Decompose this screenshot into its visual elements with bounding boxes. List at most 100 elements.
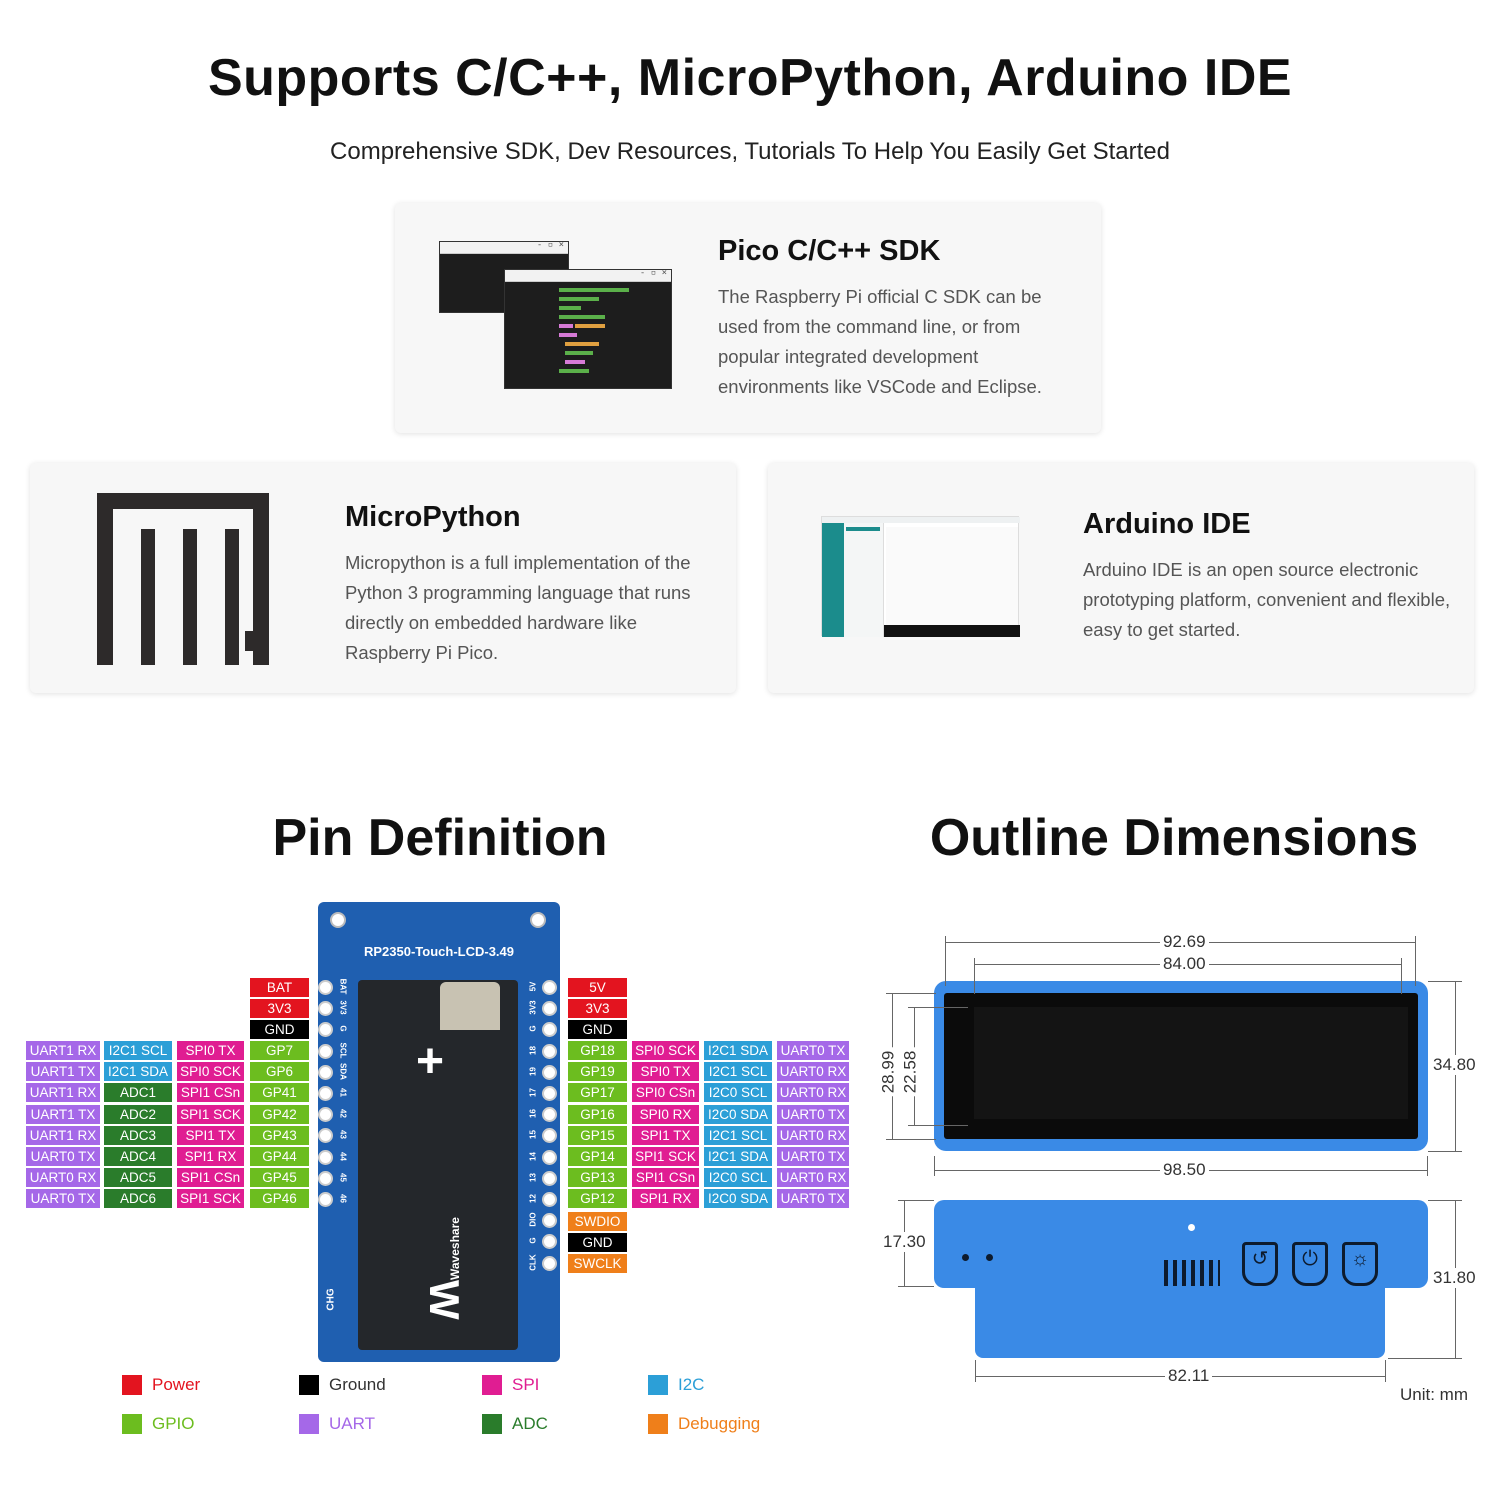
pin-label-power: 3V3 [250,999,309,1019]
legend-swatch [299,1375,319,1395]
dim-width-total: 98.50 [1160,1160,1209,1180]
pin-label-uart: UART0 RX [777,1168,849,1188]
outline-dimensions-title: Outline Dimensions [929,809,1419,867]
pin-label-spi: SPI1 RX [177,1147,244,1166]
arduino-ide-screenshot [821,516,1020,637]
arduino-title: Arduino IDE [1083,508,1251,540]
pin-label-uart: UART0 TX [777,1189,849,1209]
arduino-card: Arduino IDE Arduino IDE is an open sourc… [768,463,1474,693]
pin-label-power: 5V [568,978,627,997]
silkscreen-label: SDA [338,1062,348,1080]
dim-side-total: 31.80 [1430,1268,1479,1288]
battery-holder: + W Waveshare [358,980,518,1350]
dim-top-inner: 84.00 [1160,954,1209,974]
pico-sdk-title: Pico C/C++ SDK [718,235,941,267]
pin-label-gpio: GP7 [250,1041,309,1060]
legend-label: Debugging [678,1414,761,1433]
silkscreen-label: 41 [338,1088,348,1097]
pin-pad [542,1234,557,1250]
pin-pad [318,1149,333,1165]
pin-label-gpio: GP6 [250,1062,309,1082]
pin-label-gpio: GP15 [568,1125,627,1145]
silkscreen-label: G [528,1237,538,1245]
legend-swatch [648,1414,668,1434]
mic-hole-icon [986,1254,993,1261]
silkscreen-label: 5V [528,981,538,992]
plus-icon: + [416,1035,445,1088]
pin-label-gpio: GP13 [568,1168,627,1188]
silkscreen-label: 12 [528,1194,538,1203]
pin-pad [542,1043,557,1059]
legend-label: SPI [512,1375,540,1394]
pin-label-spi: SPI1 SCK [177,1104,244,1124]
pin-pad [318,980,333,995]
pin-pad [318,1192,333,1207]
pin-label-i2c: I2C0 SCL [704,1083,772,1103]
pin-label-uart: UART0 RX [777,1125,849,1145]
device-side-view: ↺ ⏻ ☼ [934,1200,1428,1288]
pin-label-adc: ADC3 [104,1125,172,1145]
silkscreen-label: 14 [528,1151,538,1161]
pin-pad [318,1043,333,1059]
pin-label-uart: UART0 RX [777,1083,849,1103]
pin-pad [318,1107,333,1123]
page-subtitle: Comprehensive SDK, Dev Resources, Tutori… [330,138,1170,165]
pcb-board: RP2350-Touch-LCD-3.49 + W Waveshare CHG … [318,902,560,1362]
mount-hole [330,912,346,928]
pin-label-ground: GND [568,1020,627,1040]
legend-label: Ground [329,1375,386,1394]
pin-label-uart: UART1 RX [26,1083,100,1103]
silkscreen-label: 42 [338,1109,348,1119]
unit-label: Unit: mm [1400,1385,1468,1404]
pin-pad [542,1170,557,1186]
legend-label: I2C [678,1375,705,1394]
pin-pad [542,1086,557,1101]
pin-pad [318,1064,333,1080]
pin-label-uart: UART0 RX [26,1168,100,1188]
pin-label-spi: SPI1 SCK [177,1189,244,1209]
pin-label-gpio: GP44 [250,1147,309,1166]
pin-label-i2c: I2C1 SDA [704,1041,772,1060]
pin-pad [318,1128,333,1144]
mount-hole [530,912,546,928]
pin-label-gpio: GP14 [568,1147,627,1166]
silkscreen-label: CLK [528,1253,538,1271]
pin-label-gpio: GP42 [250,1104,309,1124]
pin-label-spi: SPI1 CSn [177,1083,244,1103]
silkscreen-label: G [338,1025,348,1032]
pin-label-spi: SPI0 SCK [177,1062,244,1082]
pin-pad [542,1149,557,1165]
pin-label-i2c: I2C1 SCL [704,1062,772,1082]
silkscreen-label: 19 [528,1066,538,1076]
device-side-lower [975,1286,1385,1358]
chg-label: CHG [325,1288,337,1311]
pin-pad [542,1192,557,1207]
board-name-label: RP2350-Touch-LCD-3.49 [363,944,514,959]
legend-label: GPIO [152,1414,195,1433]
pin-label-uart: UART1 RX [26,1041,100,1060]
pin-label-gpio: GP18 [568,1041,627,1060]
led-dot [1188,1224,1195,1231]
pin-pad [542,1128,557,1144]
silkscreen-label: 45 [338,1172,348,1182]
pin-label-spi: SPI0 TX [177,1041,244,1060]
pin-label-spi: SPI1 TX [632,1125,699,1145]
pin-label-gpio: GP16 [568,1104,627,1124]
legend-swatch [482,1414,502,1434]
pin-label-gpio: GP43 [250,1125,309,1145]
terminal-illustration: - ▫ × - ▫ × [439,240,675,391]
silkscreen-label: G [528,1025,538,1033]
pin-label-spi: SPI1 SCK [632,1147,699,1166]
silkscreen-label: 17 [528,1088,538,1097]
silkscreen-label: 3V3 [528,1000,538,1015]
legend-swatch [122,1375,142,1395]
reset-button-icon: ↺ [1242,1242,1278,1286]
silkscreen-label: 43 [338,1130,348,1140]
silkscreen-label: 18 [528,1045,538,1055]
micropython-logo [97,493,269,665]
legend-label: UART [329,1414,375,1433]
pin-label-adc: ADC1 [104,1083,172,1103]
pin-pad [318,1022,333,1038]
pin-label-adc: ADC2 [104,1104,172,1124]
brand-label: Waveshare [448,1217,462,1280]
